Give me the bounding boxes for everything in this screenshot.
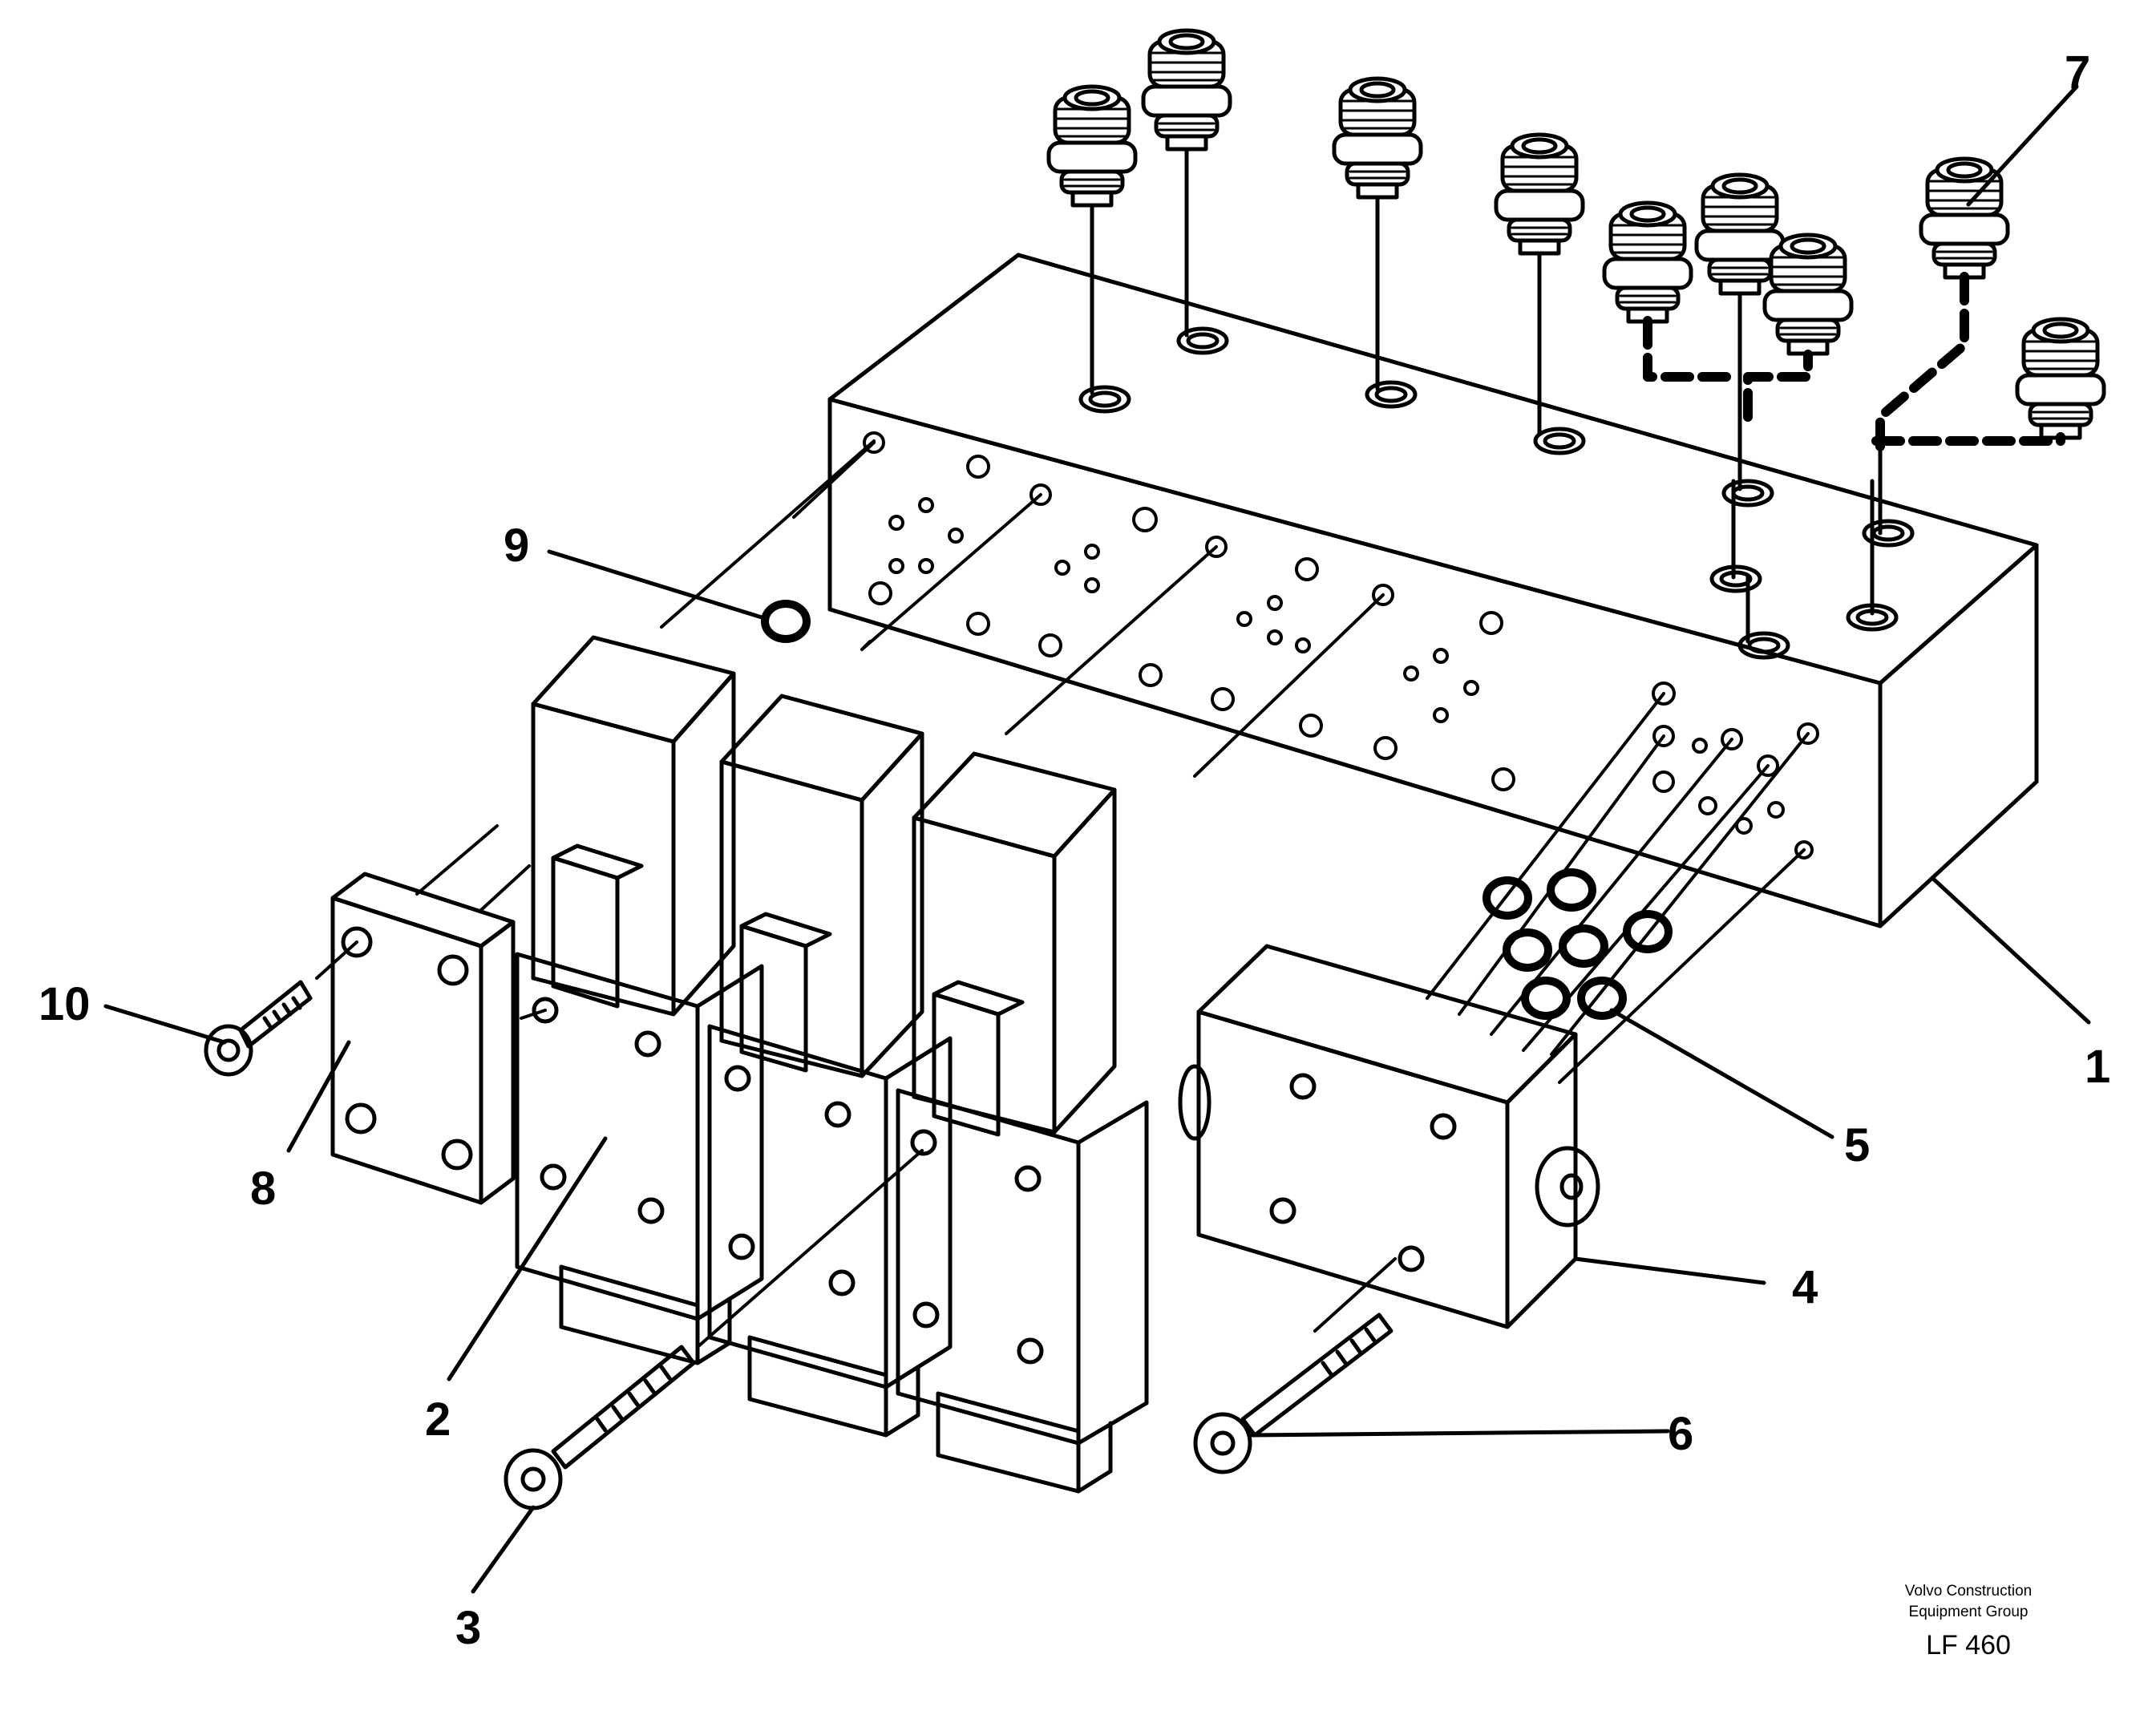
- manifold-front-holes: [863, 431, 1819, 860]
- valve-block: [1178, 944, 1600, 1329]
- callout-1: 1: [2085, 1041, 2110, 1093]
- callout-labels: 1 2 3 4 5 6 7 8 9 10: [38, 47, 2110, 1654]
- callout-5: 5: [1844, 1119, 1870, 1171]
- solenoid-valve-2: [707, 694, 953, 1438]
- cover-plate: [330, 872, 516, 1205]
- manifold-block: [827, 253, 2039, 928]
- drawing-code: LF 460: [1926, 1630, 2011, 1660]
- fitting-2: [1143, 30, 1230, 149]
- bolt-6: [1193, 1313, 1394, 1474]
- callout-4: 4: [1792, 1261, 1818, 1313]
- credit-line-2: Equipment Group: [1909, 1604, 2029, 1620]
- solenoid-valve-1: [515, 635, 764, 1365]
- fitting-leaders: [1090, 147, 2065, 644]
- o-ring-9: [765, 604, 807, 639]
- solenoid-valve-3: [896, 751, 1149, 1494]
- callout-leaders: [103, 84, 2091, 1594]
- fitting-9: [2017, 319, 2104, 438]
- callout-8: 8: [250, 1163, 276, 1215]
- callout-6: 6: [1668, 1408, 1693, 1460]
- credit-line-1: Volvo Construction: [1905, 1583, 2032, 1600]
- assembly-guide-lines: [315, 439, 1810, 1349]
- callout-9: 9: [504, 520, 529, 572]
- callout-3: 3: [455, 1602, 481, 1654]
- fitting-3: [1334, 79, 1421, 197]
- callout-2: 2: [425, 1393, 451, 1446]
- bolt-10: [204, 980, 313, 1077]
- bolt-3: [504, 1345, 696, 1511]
- credit-block: Volvo Construction Equipment Group LF 46…: [1905, 1583, 2032, 1660]
- callout-10: 10: [38, 978, 91, 1030]
- fitting-4: [1496, 135, 1583, 253]
- fitting-1: [1049, 87, 1135, 205]
- callout-7: 7: [2065, 47, 2090, 99]
- fitting-5: [1604, 203, 1691, 322]
- fitting-7: [1765, 235, 1851, 354]
